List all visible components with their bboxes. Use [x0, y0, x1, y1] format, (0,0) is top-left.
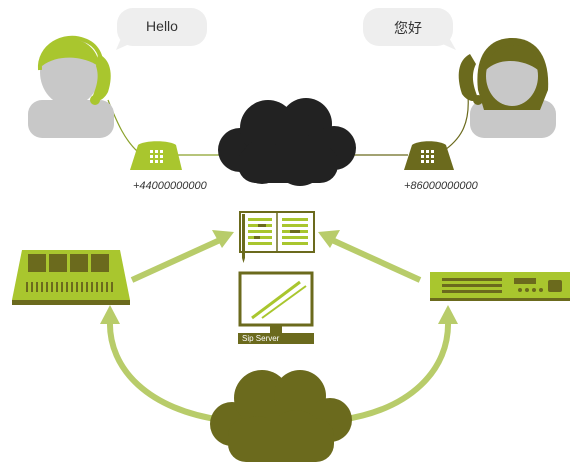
bottom-cloud-icon — [210, 370, 352, 462]
left-device-to-notebook-arrow — [130, 237, 222, 283]
arrowhead-right-notebook — [318, 230, 340, 248]
left-speech-bubble — [116, 8, 207, 50]
sip-server-label: Sip Server — [242, 334, 280, 343]
right-desk-phone-icon — [404, 141, 454, 170]
right-speech-bubble — [363, 8, 456, 50]
arrowhead-right-device — [438, 305, 458, 324]
right-rack-gateway-icon — [430, 272, 570, 301]
right-cord — [441, 95, 469, 153]
pen-icon — [242, 214, 245, 258]
left-phone-number: +44000000000 — [133, 180, 207, 192]
sip-server-monitor-icon — [238, 271, 314, 344]
config-notebook-icon — [239, 211, 315, 263]
left-gateway-panel-icon — [12, 250, 130, 305]
arrows — [106, 237, 452, 423]
bottom-cloud-to-left-device-arrow — [106, 319, 223, 423]
right-headset-handset — [458, 54, 478, 101]
right-device-to-notebook-arrow — [330, 237, 422, 283]
left-speech-text: Hello — [146, 18, 178, 34]
arrowhead-left-device — [100, 305, 120, 324]
left-person-icon — [28, 35, 114, 138]
bottom-cloud-to-right-device-arrow — [339, 319, 452, 423]
right-person-icon — [458, 38, 556, 138]
right-phone-number: +86000000000 — [404, 180, 478, 192]
left-headset-handset — [92, 54, 111, 101]
left-desk-phone-icon — [130, 141, 182, 170]
arrowhead-left-notebook — [212, 230, 234, 248]
top-cloud-icon — [218, 98, 356, 186]
right-speech-text: 您好 — [394, 20, 422, 36]
